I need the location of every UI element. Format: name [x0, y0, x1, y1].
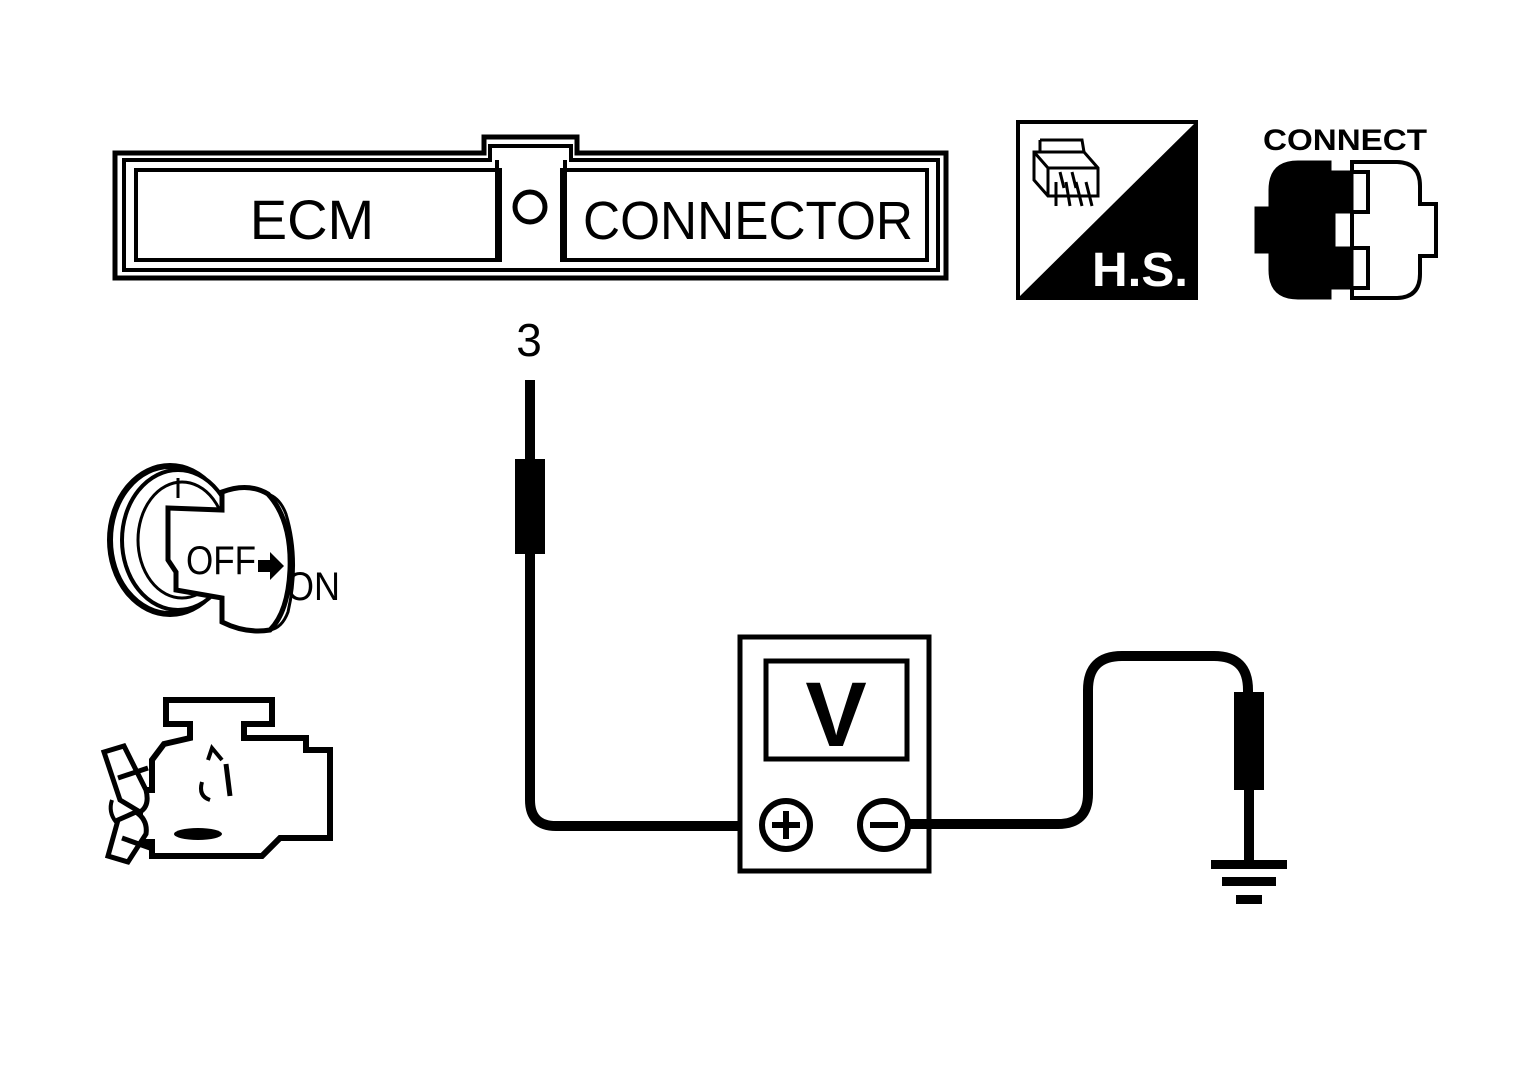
ground-icon [1211, 860, 1287, 904]
voltmeter-icon: V [737, 634, 932, 874]
ignition-off-label: OFF [186, 539, 256, 583]
arrow-right-icon [258, 552, 284, 580]
negative-terminal [857, 798, 911, 852]
positive-terminal [759, 798, 813, 852]
ecm-label: ECM [250, 188, 374, 251]
harness-connector-icon [1032, 138, 1100, 207]
negative-test-lead [908, 651, 1264, 862]
voltmeter-label: V [805, 664, 866, 766]
connector-lock-icon [512, 189, 548, 225]
ground-probe-handle [1234, 692, 1264, 790]
positive-test-lead [515, 380, 750, 831]
ignition-on-label: ON [286, 565, 340, 609]
engine-icon [100, 697, 333, 865]
connector-label: CONNECTOR [583, 191, 913, 251]
ignition-key-icon: OFF ON [107, 463, 340, 634]
voltmeter-display [763, 658, 910, 762]
harness-side-label: H.S. [1092, 244, 1188, 297]
connect-icon: CONNECT [1254, 124, 1438, 300]
harness-side-icon: H.S. [1016, 120, 1198, 300]
ecm-connector-icon: ECM CONNECTOR [112, 134, 949, 281]
connect-label: CONNECT [1263, 124, 1427, 157]
probe-handle [515, 459, 545, 554]
terminal-number: 3 [516, 314, 542, 366]
